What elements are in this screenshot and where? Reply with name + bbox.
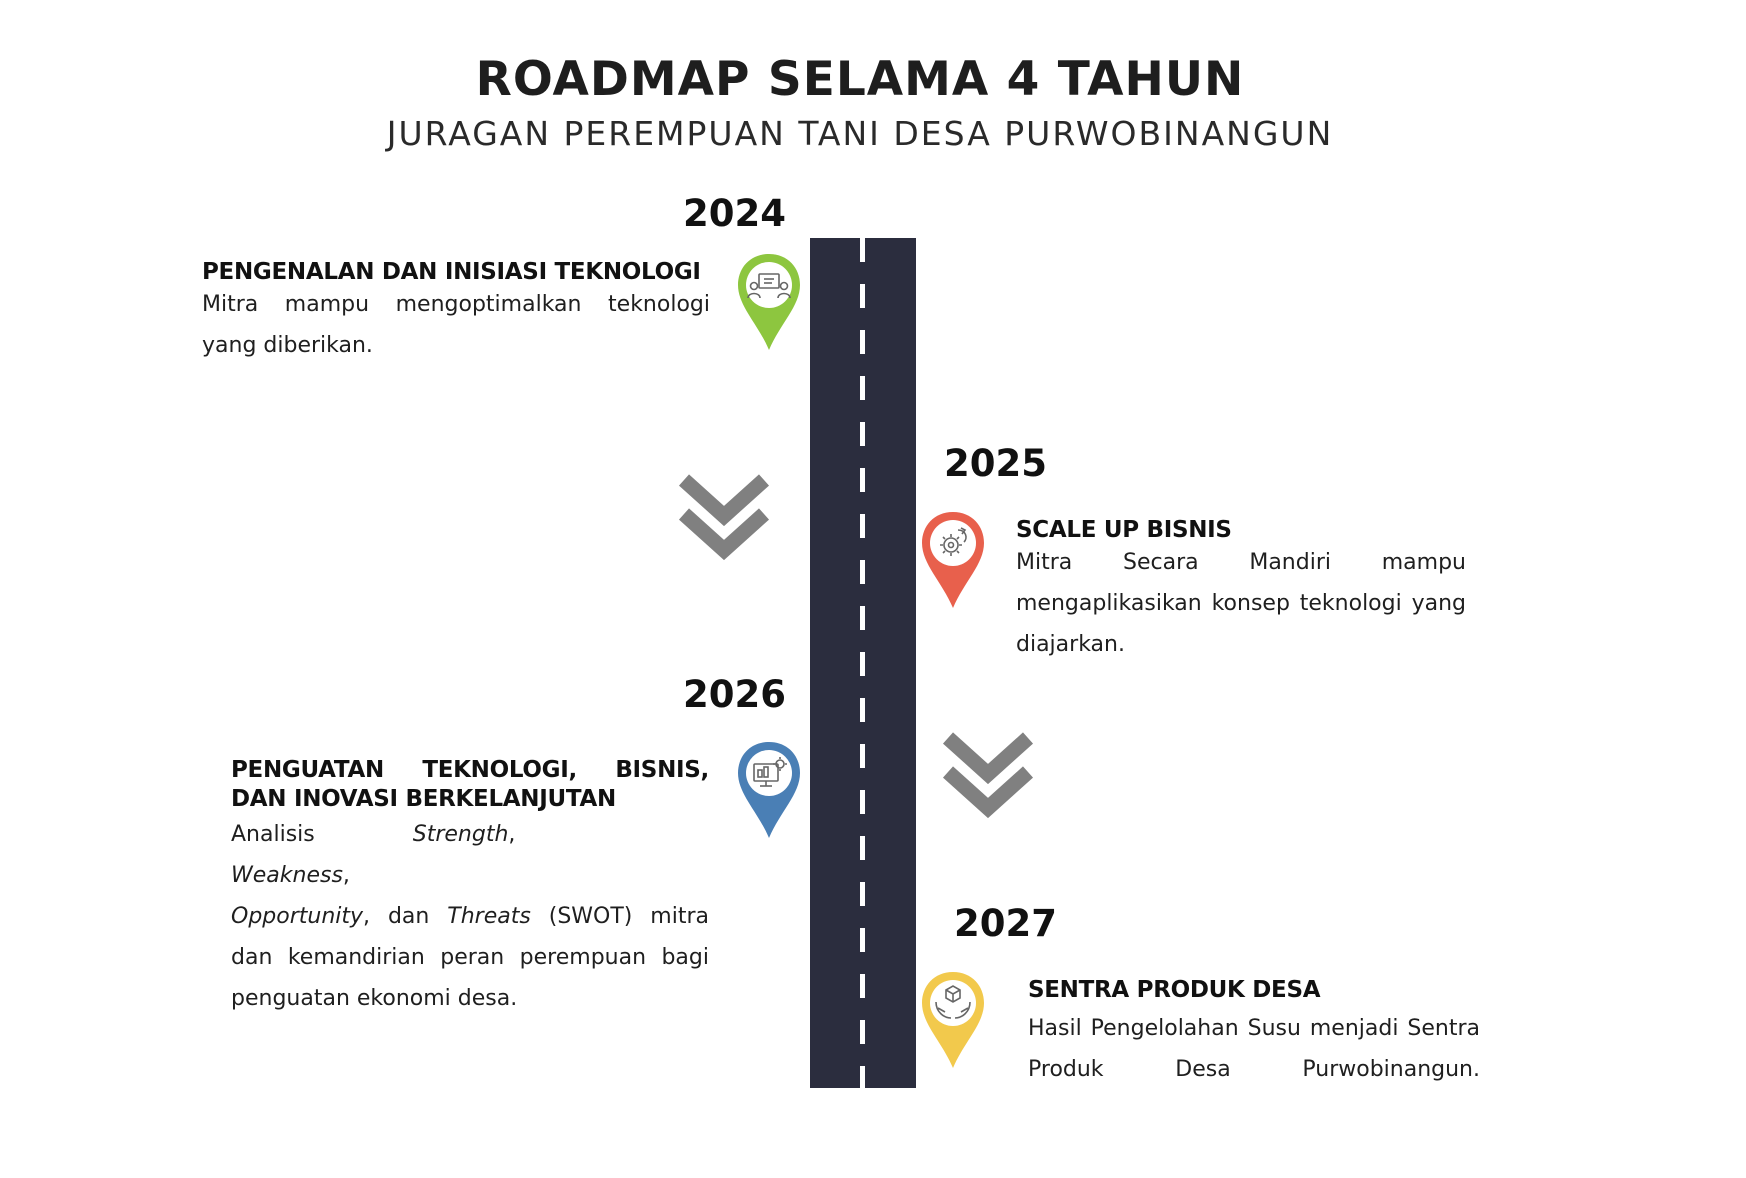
map-pin-icon [738,742,800,838]
lane-marking [860,238,865,1088]
chevron-down-icon [678,474,770,561]
chevron-down-icon [942,732,1034,819]
milestone-title-2024: PENGENALAN DAN INISIASI TEKNOLOGI [202,259,701,285]
gear-growth-icon [940,527,967,556]
year-2024: 2024 [683,192,786,235]
year-2027: 2027 [954,902,1057,945]
monitor-gear-icon [753,757,787,787]
desc-comma: , [342,863,350,888]
collaboration-icon [747,273,791,299]
map-pin-icon [738,254,800,350]
desc-word-strength: Strength [412,822,509,847]
hands-box-icon [935,985,971,1019]
milestone-desc-2024: Mitra mampu mengoptimalkan teknologi yan… [202,292,710,358]
pin-2027 [918,968,988,1077]
milestone-title-2026-line1: PENGUATAN TEKNOLOGI, BISNIS, [231,757,709,783]
desc-word-threats: Threats [447,904,531,929]
desc-rest: (SWOT) mitra dan kemandirian peran perem… [231,904,709,1011]
pin-2026 [734,738,804,847]
desc-word-opportunity: Opportunity [231,904,364,929]
year-2026: 2026 [683,673,786,716]
desc-comma: , [508,822,516,847]
year-2025: 2025 [944,442,1047,485]
milestone-title-2025: SCALE UP BISNIS [1016,517,1232,543]
milestone-desc-2025: Mitra Secara Mandiri mampu mengaplikasik… [1016,550,1466,657]
pin-2025 [918,508,988,617]
milestone-desc-2027: Hasil Pengelolahan Susu menjadi Sentra P… [1028,1016,1480,1082]
desc-word-analisis: Analisis [231,822,315,847]
road [810,238,916,1088]
map-pin-icon [922,972,984,1068]
page-subtitle: JURAGAN PEREMPUAN TANI DESA PURWOBINANGU… [386,114,1334,153]
desc-word-weakness: Weakness [231,863,343,888]
milestone-title-2026-line2: DAN INOVASI BERKELANJUTAN [231,786,616,812]
map-pin-icon [922,512,984,608]
desc-word-dan: , dan [363,904,448,929]
page-title: ROADMAP SELAMA 4 TAHUN [475,52,1245,107]
pin-2024 [734,250,804,359]
milestone-title-2027: SENTRA PRODUK DESA [1028,977,1321,1003]
